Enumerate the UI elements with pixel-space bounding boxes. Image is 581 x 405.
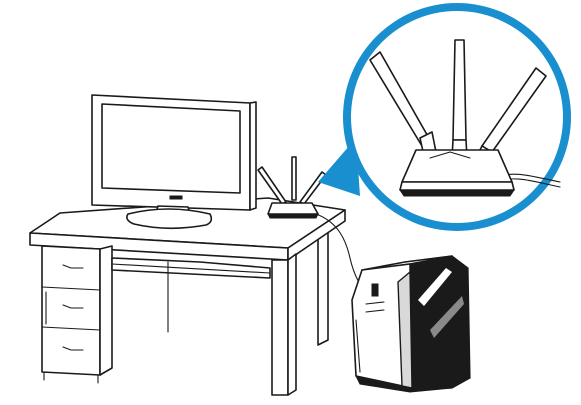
monitor (91, 94, 257, 230)
antenna-zoomed (369, 39, 547, 197)
tower-side-panel (404, 255, 471, 389)
desk-back-right-leg (317, 222, 329, 346)
antenna-left-small (257, 166, 287, 205)
pc-tower (351, 255, 471, 393)
antenna-right-small (299, 171, 327, 205)
drawer-handle-2 (62, 304, 84, 309)
antenna-base-large (401, 149, 513, 183)
desk-front-right-leg-side (287, 253, 297, 396)
drawer-cabinet (41, 245, 101, 376)
drawer-handle-1 (62, 264, 84, 269)
monitor-brand-logo (169, 195, 183, 200)
monitor-screen (101, 103, 241, 194)
antenna-center-small (291, 156, 297, 201)
monitor-base (126, 208, 213, 230)
tower-front-logo (371, 283, 379, 297)
zoom-callout (318, 3, 571, 231)
desk-front-right-leg (271, 259, 289, 396)
desk (29, 197, 346, 396)
antenna-center-large (452, 39, 467, 141)
drawer-cabinet-side (99, 245, 113, 376)
antenna-base-small (267, 202, 319, 215)
drawer-handle-3 (62, 346, 84, 351)
